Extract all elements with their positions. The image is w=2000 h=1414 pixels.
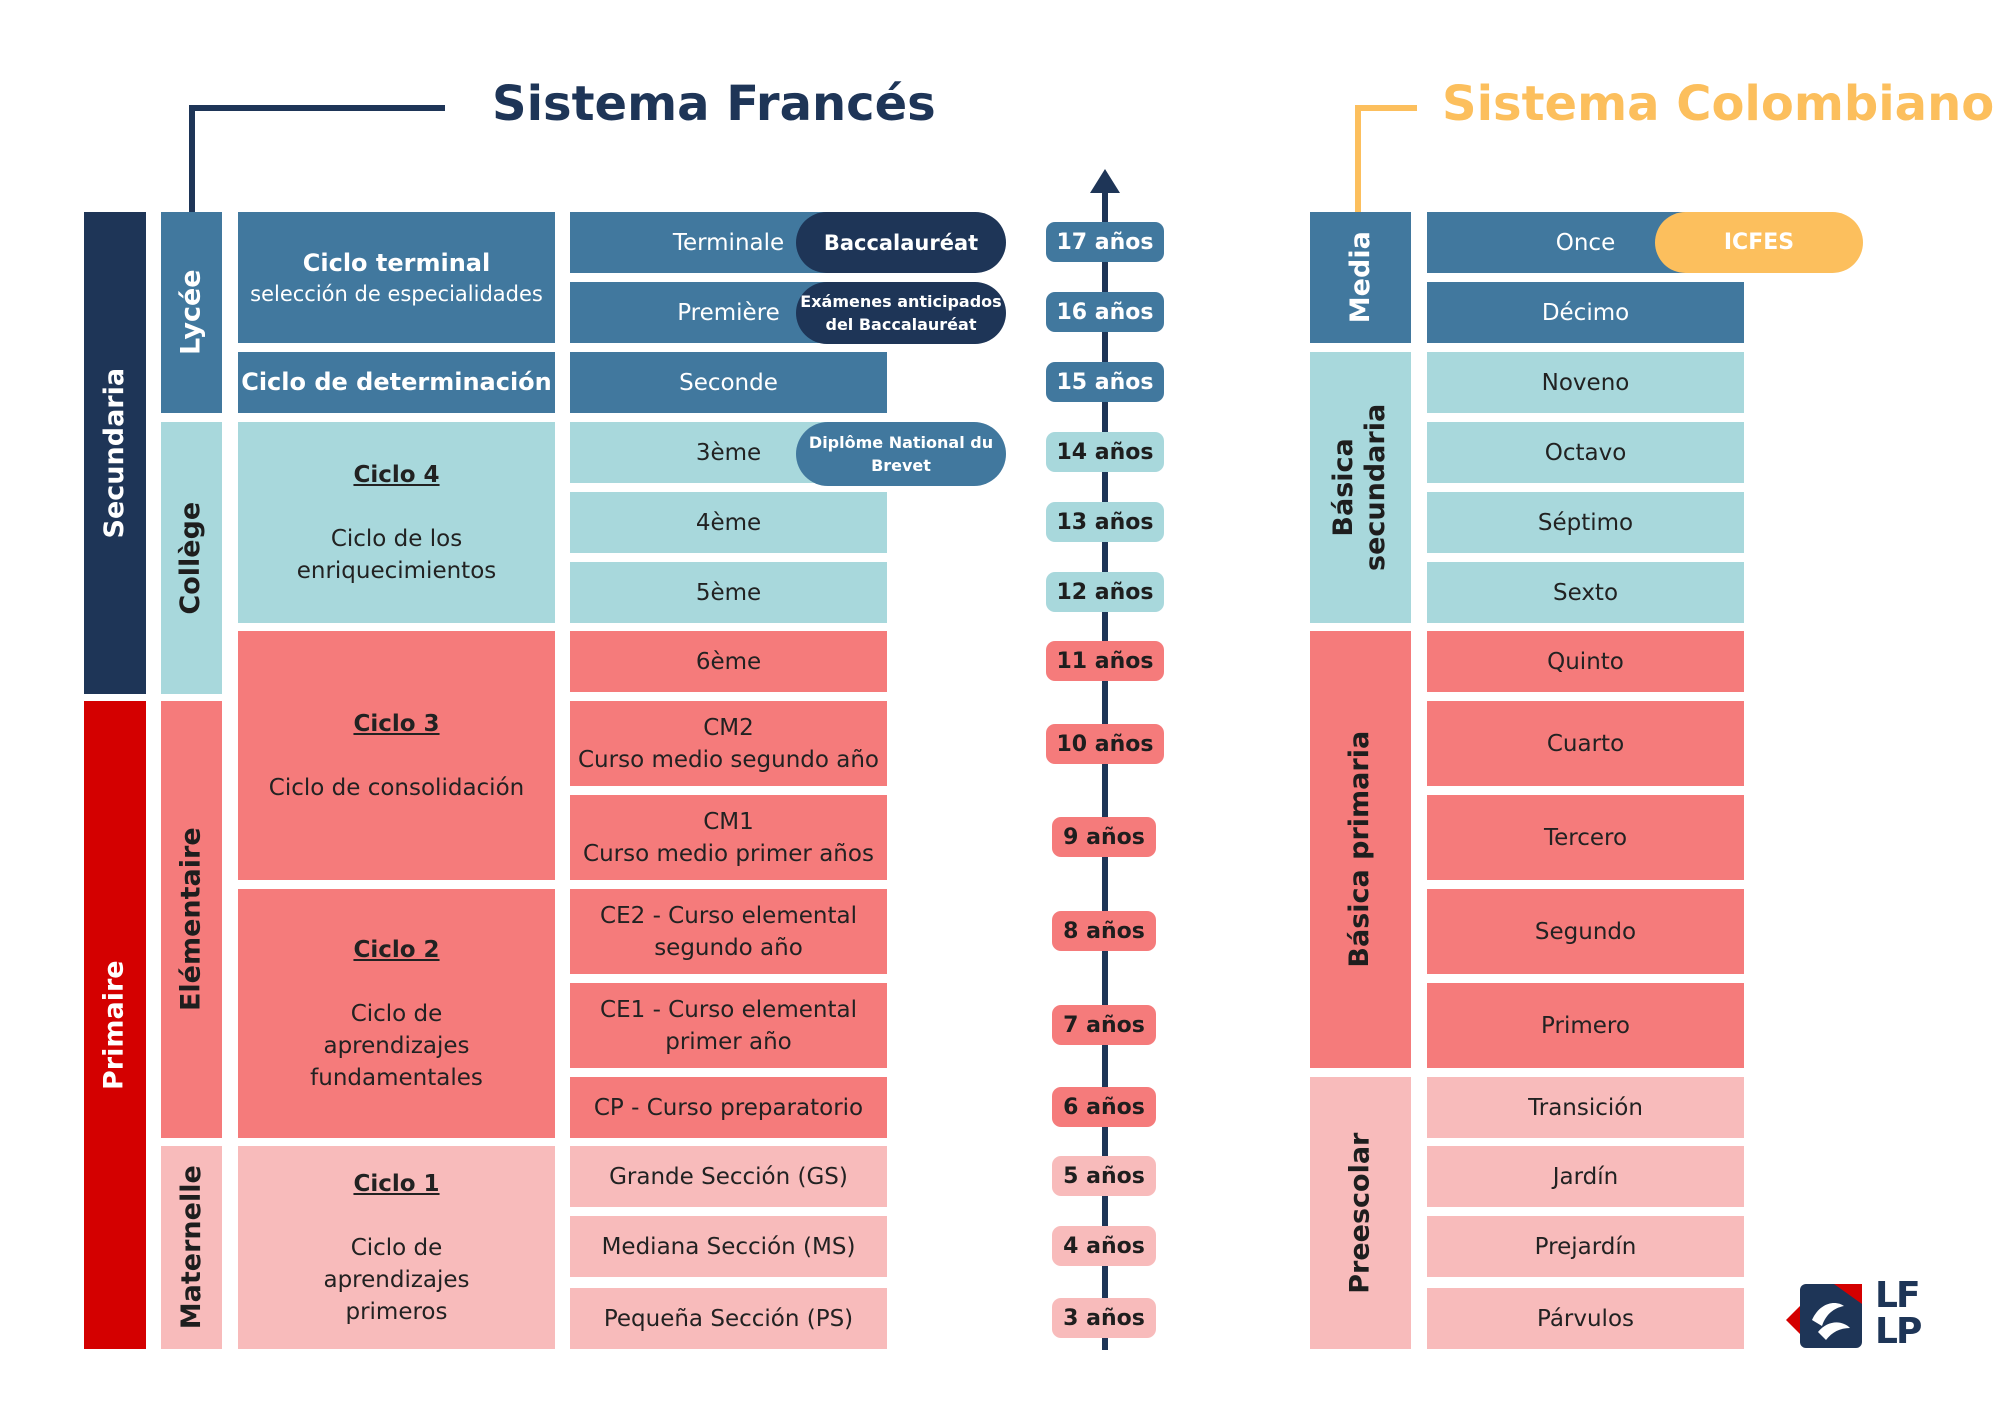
age-16: 16 años xyxy=(1046,292,1164,332)
age-12: 12 años xyxy=(1046,572,1164,612)
level-media: Media xyxy=(1310,212,1411,343)
exam-brevet-pill: Diplôme National du Brevet xyxy=(796,422,1006,486)
age-4: 4 años xyxy=(1052,1226,1156,1266)
colombian-title-connector xyxy=(1355,105,1417,212)
cycle-1-desc: Ciclo de aprendizajes primeros xyxy=(323,1234,470,1325)
exam-baccalaureat-pill: Baccalauréat xyxy=(796,212,1006,273)
french-title-connector xyxy=(189,105,445,212)
grade-ce1: CE1 - Curso elemental primer año xyxy=(570,983,887,1068)
cycle-3-title: Ciclo 3 xyxy=(353,710,440,737)
cycle-terminal: Ciclo terminal selección de especialidad… xyxy=(238,212,555,343)
cycle-1-title: Ciclo 1 xyxy=(353,1170,440,1197)
grade-seconde: Seconde xyxy=(570,352,887,413)
grade-septimo: Séptimo xyxy=(1427,492,1744,553)
cycle-4-desc: Ciclo de los enriquecimientos xyxy=(296,525,497,584)
grade-jardin: Jardín xyxy=(1427,1146,1744,1207)
cycle-4: Ciclo 4 Ciclo de los enriquecimientos xyxy=(238,422,555,623)
level-basica-primaria: Básica primaria xyxy=(1310,631,1411,1068)
level-secundaria: Secundaria xyxy=(84,212,146,694)
cycle-determinacion: Ciclo de determinación xyxy=(238,352,555,413)
logo-line-2: LP xyxy=(1875,1311,1922,1352)
cycle-4-title: Ciclo 4 xyxy=(353,461,440,488)
colombian-system-title: Sistema Colombiano xyxy=(1442,76,1995,132)
grade-ps: Pequeña Sección (PS) xyxy=(570,1288,887,1349)
age-11: 11 años xyxy=(1046,641,1164,681)
logo-emblem-icon xyxy=(1786,1284,1862,1348)
age-3: 3 años xyxy=(1052,1298,1156,1338)
grade-parvulos: Párvulos xyxy=(1427,1288,1744,1349)
level-primaire: Primaire xyxy=(84,701,146,1349)
cycle-terminal-desc: selección de especialidades xyxy=(250,282,543,306)
grade-tercero: Tercero xyxy=(1427,795,1744,880)
cycle-2-desc: Ciclo de aprendizajes fundamentales xyxy=(310,1000,483,1091)
grade-cm1: CM1 Curso medio primer años xyxy=(570,795,887,880)
age-17: 17 años xyxy=(1046,222,1164,262)
stage-maternelle: Maternelle xyxy=(161,1146,222,1349)
cycle-terminal-title: Ciclo terminal xyxy=(302,249,491,277)
grade-transicion: Transición xyxy=(1427,1077,1744,1138)
grade-cp: CP - Curso preparatorio xyxy=(570,1077,887,1138)
stage-elementaire: Elémentaire xyxy=(161,701,222,1138)
grade-sexto: Sexto xyxy=(1427,562,1744,623)
level-preescolar: Preescolar xyxy=(1310,1077,1411,1349)
french-system-title: Sistema Francés xyxy=(492,76,936,132)
grade-quinto: Quinto xyxy=(1427,631,1744,692)
cycle-determinacion-title: Ciclo de determinación xyxy=(241,368,552,396)
grade-ce2: CE2 - Curso elemental segundo año xyxy=(570,889,887,974)
stage-lycee: Lycée xyxy=(161,212,222,413)
age-8: 8 años xyxy=(1052,911,1156,951)
age-9: 9 años xyxy=(1052,817,1156,857)
lflp-logo: LF LP xyxy=(1782,1275,1937,1352)
grade-segundo: Segundo xyxy=(1427,889,1744,974)
age-13: 13 años xyxy=(1046,502,1164,542)
grade-4eme: 4ème xyxy=(570,492,887,553)
age-5: 5 años xyxy=(1052,1156,1156,1196)
cycle-3: Ciclo 3 Ciclo de consolidación xyxy=(238,631,555,880)
grade-primero: Primero xyxy=(1427,983,1744,1068)
grade-octavo: Octavo xyxy=(1427,422,1744,483)
exam-icfes-pill: ICFES xyxy=(1655,212,1863,273)
logo-line-1: LF xyxy=(1875,1275,1921,1316)
cycle-2-title: Ciclo 2 xyxy=(353,936,440,963)
grade-noveno: Noveno xyxy=(1427,352,1744,413)
cycle-2: Ciclo 2 Ciclo de aprendizajes fundamenta… xyxy=(238,889,555,1138)
age-6: 6 años xyxy=(1052,1087,1156,1127)
grade-5eme: 5ème xyxy=(570,562,887,623)
grade-6eme: 6ème xyxy=(570,631,887,692)
grade-decimo: Décimo xyxy=(1427,282,1744,343)
age-15: 15 años xyxy=(1046,362,1164,402)
stage-college: Collège xyxy=(161,422,222,694)
age-7: 7 años xyxy=(1052,1005,1156,1045)
exam-anticipados-pill: Exámenes anticipados del Baccalauréat xyxy=(796,282,1006,344)
grade-cuarto: Cuarto xyxy=(1427,701,1744,786)
grade-prejardin: Prejardín xyxy=(1427,1216,1744,1277)
cycle-3-desc: Ciclo de consolidación xyxy=(268,774,525,801)
grade-gs: Grande Sección (GS) xyxy=(570,1146,887,1207)
grade-cm2: CM2 Curso medio segundo año xyxy=(570,701,887,786)
grade-ms: Mediana Sección (MS) xyxy=(570,1216,887,1277)
age-10: 10 años xyxy=(1046,724,1164,764)
age-14: 14 años xyxy=(1046,432,1164,472)
cycle-1: Ciclo 1 Ciclo de aprendizajes primeros xyxy=(238,1146,555,1349)
